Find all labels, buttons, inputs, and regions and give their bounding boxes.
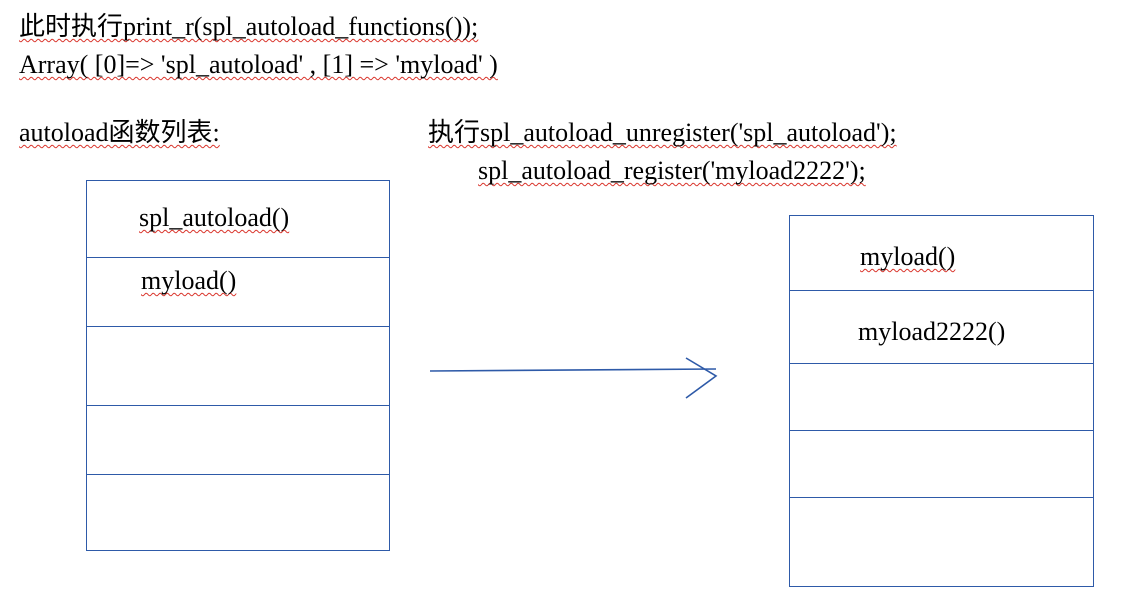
header-line-2-text: Array( [0]=> 'spl_autoload' , [1] => 'my… [19, 50, 498, 79]
header-line-1: 此时执行print_r(spl_autoload_functions()); [19, 12, 478, 42]
right-stack-cell-1: myload() [790, 216, 1093, 290]
left-stack-cell-2-label: myload() [141, 266, 237, 295]
header-line-1-text: 此时执行print_r(spl_autoload_functions()); [19, 12, 479, 41]
right-stack-cell-5 [790, 497, 1093, 588]
left-stack-cell-3 [87, 326, 389, 405]
right-code-line-1-text: 执行spl_autoload_unregister('spl_autoload'… [428, 118, 897, 147]
header-line-2: Array( [0]=> 'spl_autoload' , [1] => 'my… [19, 50, 498, 80]
right-code-line-2-text: spl_autoload_register('myload2222'); [478, 156, 866, 185]
arrow-head-icon [685, 357, 718, 399]
left-function-stack: spl_autoload() myload() [86, 180, 390, 551]
right-stack-cell-1-label: myload() [860, 242, 956, 271]
left-stack-cell-4 [87, 405, 389, 474]
right-code-line-1: 执行spl_autoload_unregister('spl_autoload'… [428, 118, 897, 148]
right-code-line-2: spl_autoload_register('myload2222'); [478, 156, 866, 186]
left-stack-cell-5 [87, 474, 389, 552]
arrow-shaft [429, 368, 717, 372]
right-stack-cell-2-label: myload2222() [858, 317, 1006, 346]
right-function-stack: myload() myload2222() [789, 215, 1094, 587]
left-stack-cell-1: spl_autoload() [87, 181, 389, 257]
left-list-title: autoload函数列表: [19, 118, 220, 148]
right-stack-cell-4 [790, 430, 1093, 497]
left-stack-cell-1-label: spl_autoload() [139, 203, 290, 232]
right-stack-cell-3 [790, 363, 1093, 430]
left-stack-cell-2: myload() [87, 257, 389, 326]
right-stack-cell-2: myload2222() [790, 290, 1093, 363]
left-list-title-text: autoload函数列表: [19, 118, 220, 147]
